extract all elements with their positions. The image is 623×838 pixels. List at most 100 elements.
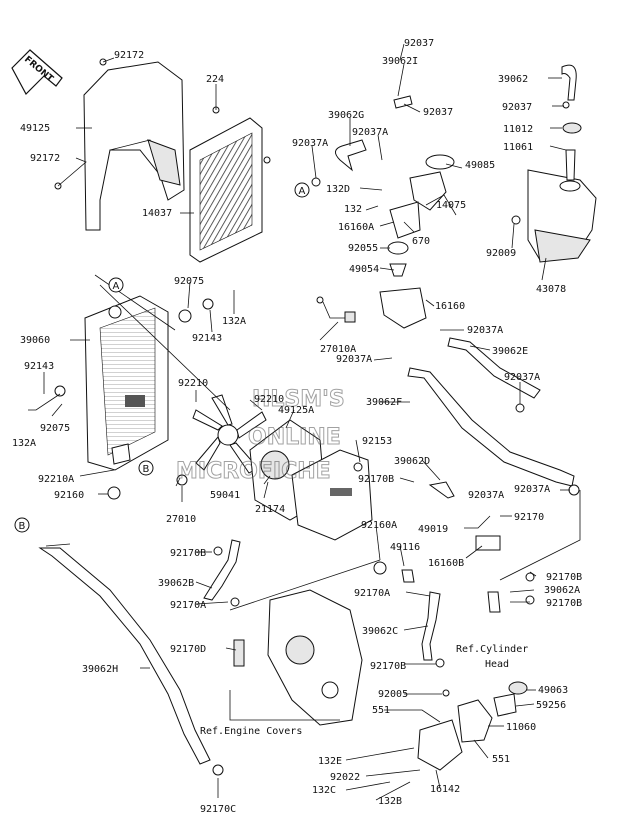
ref-cylinder-head-line1: Ref.Cylinder [456,644,528,655]
p-92172-top: 92172 [114,50,144,61]
p-92170d: 92170D [170,644,206,655]
p-39062i: 39062I [382,56,418,67]
p-92037a-c: 92037A [336,354,372,365]
p-92037a-r3: 92037A [514,484,550,495]
radiator [84,295,169,471]
p-49085: 49085 [465,160,495,171]
p-92170b-r2: 92170B [546,598,582,609]
p-92037-right: 92037 [502,102,532,113]
p-92075-top: 92075 [174,276,204,287]
p-92210a: 92210A [38,474,74,485]
p-16160a: 16160A [338,222,374,233]
p-92210-a: 92210 [178,378,208,389]
p-92160a: 92160A [361,520,397,531]
svg-text:A: A [299,186,306,197]
svg-text:MICROFICHE: MICROFICHE [176,459,331,484]
p-39060: 39060 [20,335,50,346]
p-49054: 49054 [349,264,379,275]
p-27010: 27010 [166,514,196,525]
p-39062c: 39062C [362,626,398,637]
p-132d: 132D [326,184,350,195]
p-92170b-c: 92170B [370,661,406,672]
p-224: 224 [206,74,224,85]
svg-text:A: A [113,281,120,292]
p-14075: 14075 [436,200,466,211]
callout-a2-icon: A [108,277,124,293]
reservoir-tank [527,64,597,263]
cooling-fan [192,394,267,474]
p-92037a-mid: 92037A [352,127,388,138]
p-11060: 11060 [506,722,536,733]
p-39062d: 39062D [394,456,430,467]
p-21174: 21174 [255,504,285,515]
water-pump [401,535,528,771]
p-92170a-a: 92170A [354,588,390,599]
p-39062g: 39062G [328,110,364,121]
p-39062h: 39062H [82,664,118,675]
p-14037: 14037 [142,208,172,219]
p-92170c: 92170C [200,804,236,815]
p-92037a-b: 92037A [468,490,504,501]
watermark: HLSM'S ONLINE MICROFICHE [176,387,346,485]
p-59041: 59041 [210,490,240,501]
p-92005: 92005 [378,689,408,700]
p-27010a: 27010A [320,344,356,355]
radiator-screen [189,106,271,263]
p-16142: 16142 [430,784,460,795]
p-39062e: 39062E [492,346,528,357]
p-11012: 11012 [503,124,533,135]
radiator-shroud [54,58,185,231]
p-92037a-left: 92037A [292,138,328,149]
p-92170a-b: 92170A [170,600,206,611]
p-92037a-r1: 92037A [467,325,503,336]
p-39062f: 39062F [366,397,402,408]
svg-text:HLSM'S: HLSM'S [252,387,345,412]
p-92143-left: 92143 [24,361,54,372]
p-43078: 43078 [536,284,566,295]
ref-engine-covers: Ref.Engine Covers [200,726,302,737]
p-49063: 49063 [538,685,568,696]
p-132: 132 [344,204,362,215]
p-92075-left: 92075 [40,423,70,434]
p-551-a: 551 [372,705,390,716]
p-39062: 39062 [498,74,528,85]
p-92055: 92055 [348,243,378,254]
p-92009: 92009 [486,248,516,259]
p-92037-top: 92037 [404,38,434,49]
p-16160: 16160 [435,301,465,312]
p-92170b-b: 92170B [170,548,206,559]
p-49125a: 49125A [278,405,314,416]
p-49125: 49125 [20,123,50,134]
p-132b: 132B [378,796,402,807]
p-16160b: 16160B [428,558,464,569]
p-92170b-a: 92170B [358,474,394,485]
front-arrow-icon: FRONT [11,49,63,95]
p-92170: 92170 [514,512,544,523]
p-92210-b: 92210 [254,394,284,405]
ref-cylinder-head-line2: Head [485,659,509,670]
p-39062a: 39062A [544,585,580,596]
leader-lines [28,43,581,801]
p-11061: 11061 [503,142,533,153]
p-39062b: 39062B [158,578,194,589]
thermostat-housing [316,154,455,329]
fan-motor-housing [249,419,373,541]
svg-text:B: B [143,464,150,475]
p-92037a-r2: 92037A [504,372,540,383]
coolant-hoses [38,95,575,765]
p-92022: 92022 [330,772,360,783]
svg-text:ONLINE: ONLINE [248,425,341,450]
p-132a-left: 132A [12,438,36,449]
p-92170b-r1: 92170B [546,572,582,583]
p-551-b: 551 [492,754,510,765]
p-92143-top: 92143 [192,333,222,344]
callout-b-icon: B [138,460,154,476]
p-92172-left: 92172 [30,153,60,164]
p-132e: 132E [318,756,342,767]
p-92160: 92160 [54,490,84,501]
part-labels: 92172 49125 92172 224 14037 92037 39062I 92037 3… [12,38,582,815]
p-59256: 59256 [536,700,566,711]
engine-cover [233,589,363,726]
p-49019: 49019 [418,524,448,535]
